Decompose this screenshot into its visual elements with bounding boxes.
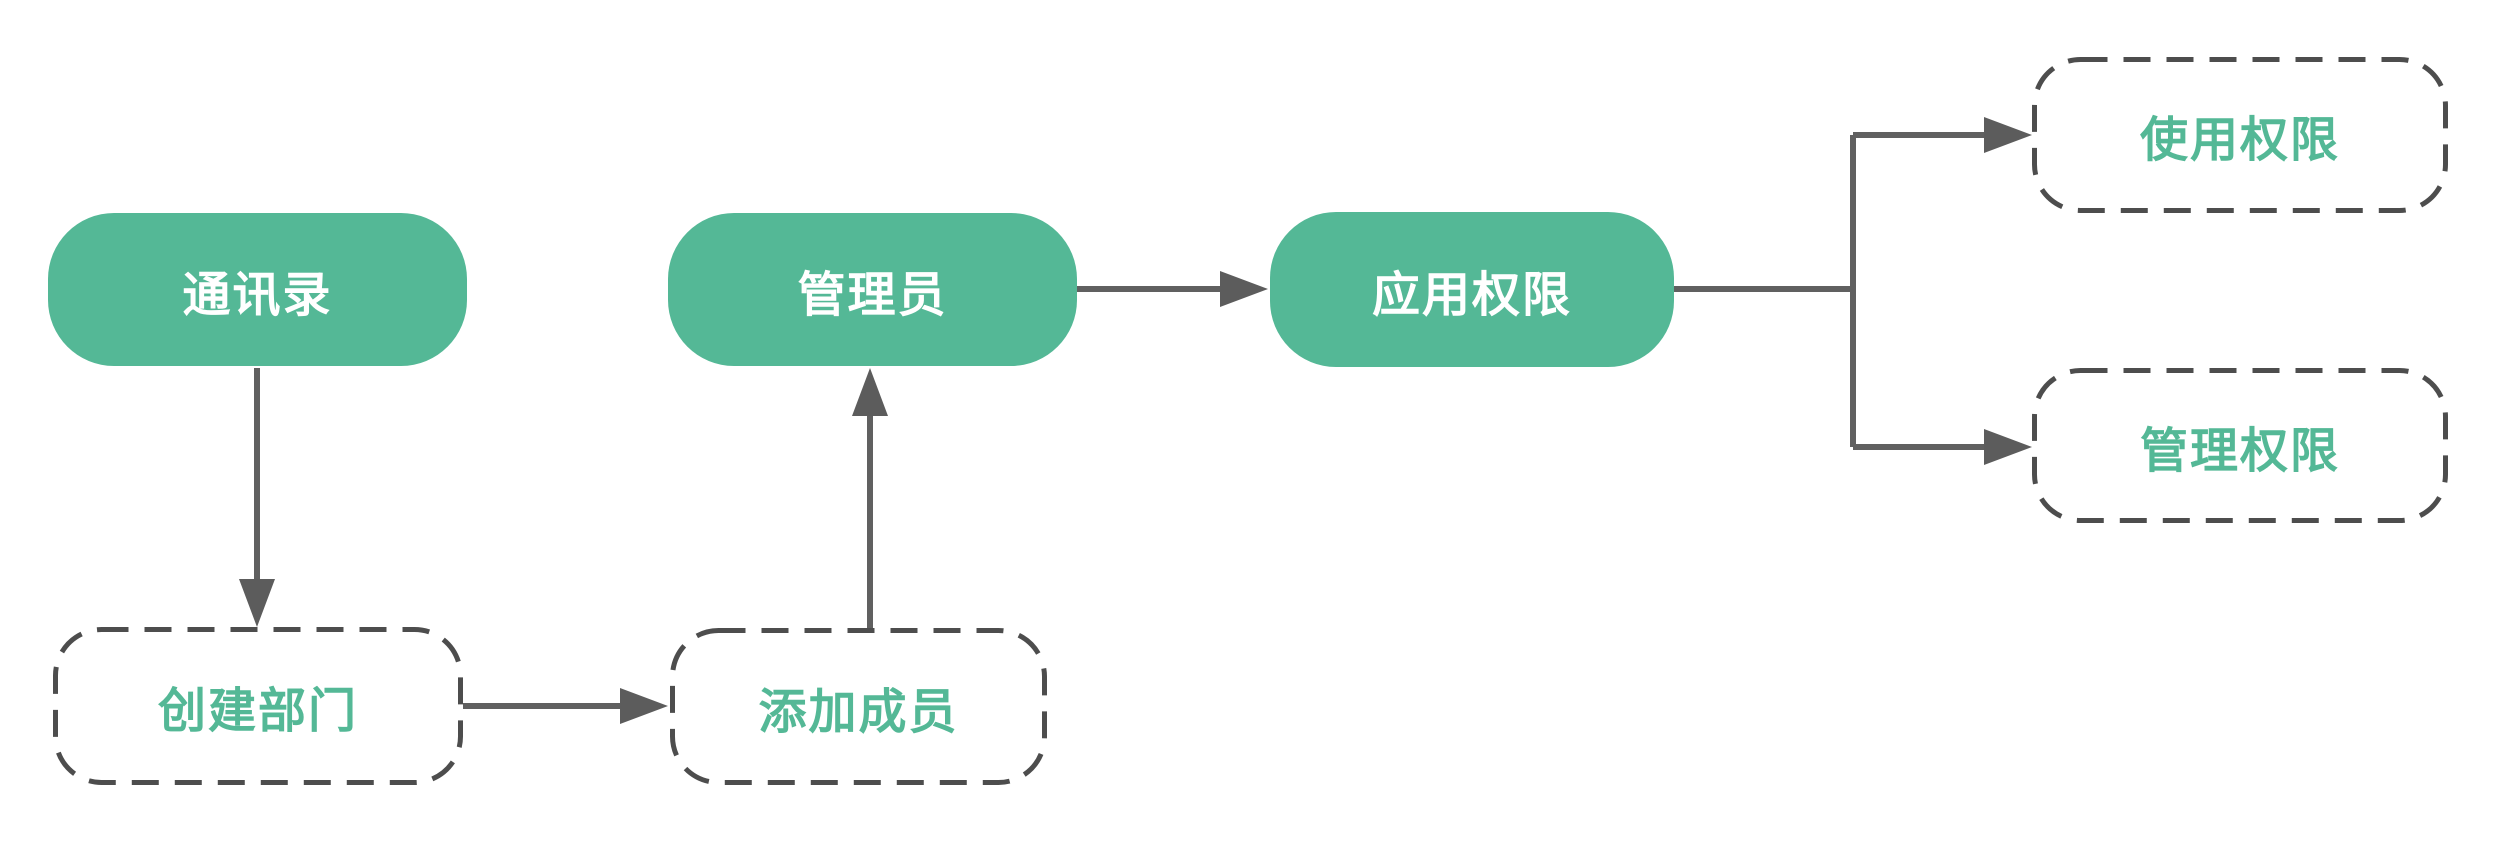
node-add-members-outline xyxy=(670,628,1047,785)
node-add-members-label: 添加成员 xyxy=(758,685,959,739)
arrowhead-create-department xyxy=(239,579,275,627)
node-create-department-label: 创建部门 xyxy=(157,685,358,738)
edge-app-permissions-branch xyxy=(1674,132,1986,450)
node-use-permissions-label: 使用权限 xyxy=(2139,114,2340,167)
arrowhead-app-permissions xyxy=(1220,271,1268,307)
node-app-permissions: 应用权限 xyxy=(1270,212,1674,367)
arrowhead-use-permissions xyxy=(1984,117,2032,153)
node-add-members: 添加成员 xyxy=(670,628,1047,785)
arrowhead-admin xyxy=(852,368,888,416)
node-manage-permissions-label: 管理权限 xyxy=(2139,424,2340,478)
node-use-permissions: 使用权限 xyxy=(2032,57,2448,213)
node-admin-label: 管理员 xyxy=(797,268,948,322)
node-app-permissions-label: 应用权限 xyxy=(1371,268,1572,322)
node-admin: 管理员 xyxy=(668,213,1077,366)
node-contacts-label: 通讯录 xyxy=(182,268,333,322)
node-manage-permissions: 管理权限 xyxy=(2032,368,2448,523)
arrowhead-add-members xyxy=(620,688,668,724)
node-create-department: 创建部门 xyxy=(53,627,463,785)
arrowhead-manage-permissions xyxy=(1984,429,2032,465)
node-contacts: 通讯录 xyxy=(48,213,467,366)
